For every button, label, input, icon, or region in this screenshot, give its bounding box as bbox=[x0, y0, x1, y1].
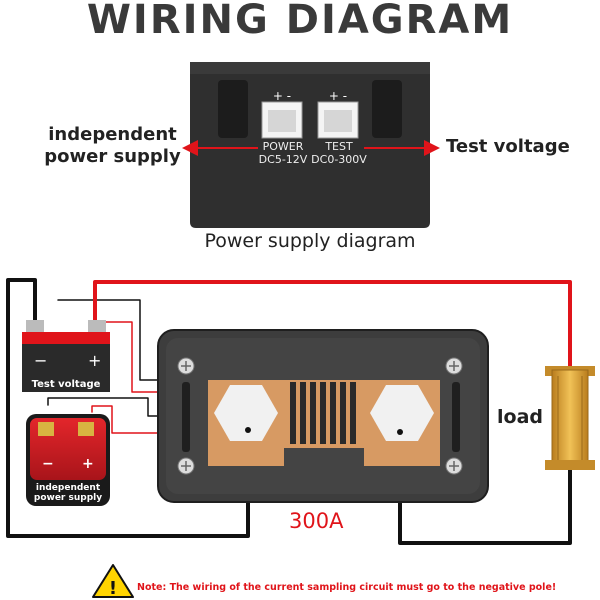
shunt-resistor-element bbox=[284, 380, 364, 448]
battery2-label-line1: independent bbox=[36, 483, 101, 493]
power-terminal-label: POWER bbox=[263, 140, 304, 153]
independent-label-line2: power supply bbox=[44, 146, 181, 167]
meter-module-top: + - + - POWER TEST DC5-12V DC0-300V bbox=[190, 62, 430, 228]
shunt-plate-left bbox=[208, 380, 284, 466]
independent-power-battery: − + independent power supply bbox=[26, 414, 110, 506]
current-rating-label: 300A bbox=[289, 509, 344, 533]
power-terminal bbox=[261, 101, 303, 139]
load-resistor bbox=[545, 366, 595, 470]
positive-wires bbox=[91, 280, 572, 434]
screw-bottom-right bbox=[445, 457, 463, 475]
battery2-label-line2: power supply bbox=[34, 493, 102, 503]
page-title: WIRING DIAGRAM bbox=[86, 0, 514, 43]
test-voltage-label: Test voltage bbox=[446, 136, 570, 157]
test-terminal bbox=[317, 101, 359, 139]
shunt-plate-right bbox=[364, 380, 440, 466]
warning-symbol: ! bbox=[109, 578, 117, 599]
battery-test-label: Test voltage bbox=[32, 379, 101, 390]
power-polarity-label: + - bbox=[273, 89, 291, 103]
warning-icon: ! bbox=[92, 564, 134, 599]
screw-bottom-left bbox=[177, 457, 195, 475]
independent-label-line1: independent bbox=[48, 124, 177, 145]
test-polarity-label: + - bbox=[329, 89, 347, 103]
warning-note: Note: The wiring of the current sampling… bbox=[137, 582, 557, 593]
power-supply-diagram-caption: Power supply diagram bbox=[204, 230, 416, 252]
screw-top-left bbox=[177, 357, 195, 375]
test-terminal-label: TEST bbox=[324, 140, 353, 153]
independent-power-label: independent power supply bbox=[30, 124, 195, 168]
power-range-label: DC5-12V bbox=[259, 153, 308, 166]
battery-minus-label: − bbox=[34, 351, 47, 370]
battery2-minus-label: − bbox=[42, 456, 54, 472]
battery-plus-label: + bbox=[88, 351, 101, 370]
shunt-meter-body bbox=[157, 329, 489, 503]
load-label: load bbox=[497, 406, 543, 428]
screw-top-right bbox=[445, 357, 463, 375]
test-voltage-battery: − + Test voltage bbox=[22, 320, 110, 392]
battery2-plus-label: + bbox=[82, 456, 94, 472]
test-range-label: DC0-300V bbox=[311, 153, 367, 166]
